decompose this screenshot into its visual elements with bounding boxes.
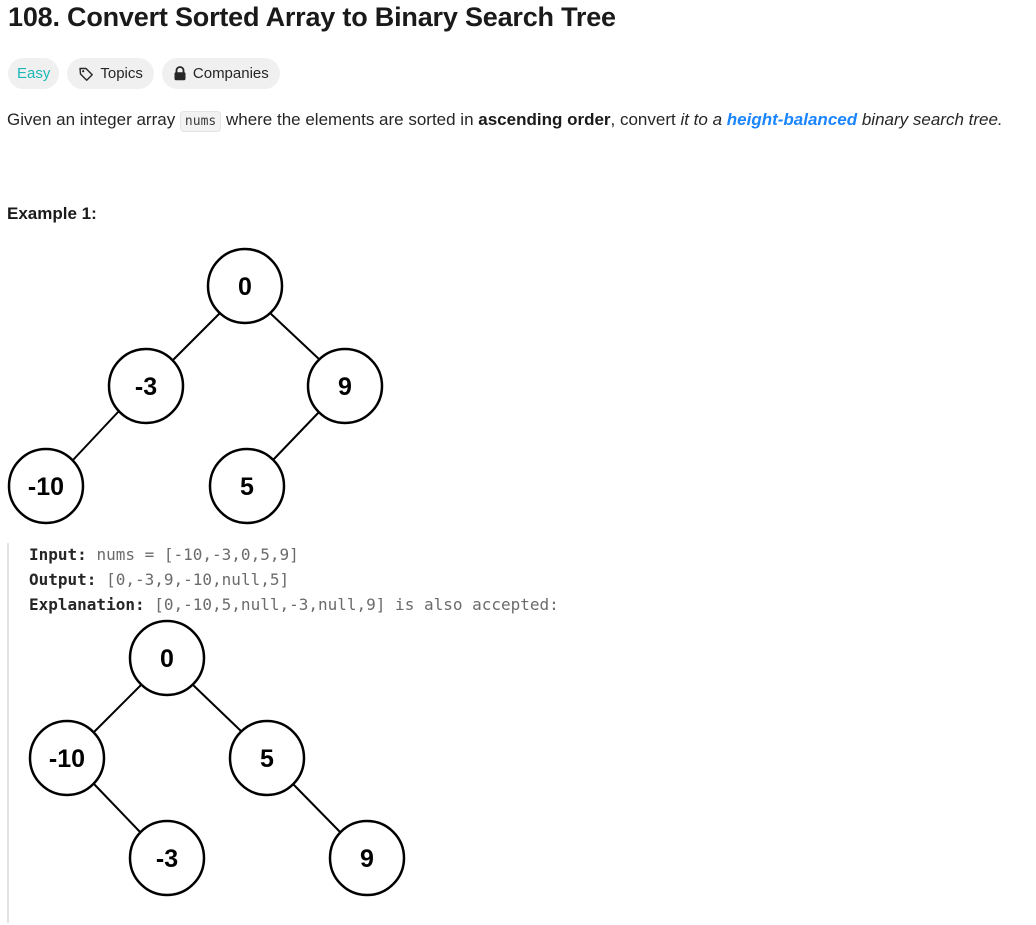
input-value: nums = [-10,-3,0,5,9] <box>96 545 299 564</box>
svg-text:0: 0 <box>160 645 174 673</box>
example-output: Output: [0,-3,9,-10,null,5] <box>29 570 289 589</box>
tree-node: -10 <box>28 719 106 797</box>
description-text: Given an integer array <box>7 110 180 129</box>
tree-edge <box>292 783 342 834</box>
tree-node: -3 <box>128 819 206 897</box>
tree-node: 5 <box>208 447 286 525</box>
tree-edge <box>269 312 321 361</box>
problem-description: Given an integer array nums where the el… <box>7 110 1003 132</box>
lock-icon <box>173 66 187 81</box>
example-input: Input: nums = [-10,-3,0,5,9] <box>29 545 299 564</box>
tree-node: 9 <box>328 819 406 897</box>
tree-edge <box>93 783 142 834</box>
tree-node: 0 <box>128 619 206 697</box>
companies-button[interactable]: Companies <box>161 58 280 89</box>
description-text: where the elements are sorted in <box>221 110 479 129</box>
tag-icon <box>78 66 94 82</box>
description-bold: ascending order <box>478 110 611 129</box>
difficulty-badge[interactable]: Easy <box>8 58 60 89</box>
topics-label: Topics <box>100 65 143 82</box>
tree-node: 5 <box>228 719 306 797</box>
tree-edge <box>191 683 243 733</box>
svg-text:-3: -3 <box>156 845 178 873</box>
problem-title: 108. Convert Sorted Array to Binary Sear… <box>8 2 616 32</box>
svg-text:9: 9 <box>338 373 352 401</box>
tree-edge <box>272 410 321 461</box>
companies-label: Companies <box>192 65 269 82</box>
example-title: Example 1: <box>7 204 97 223</box>
height-balanced-link[interactable]: height-balanced <box>726 110 858 129</box>
svg-text:0: 0 <box>238 273 252 301</box>
tree-node: 0 <box>206 247 284 325</box>
example-explanation: Explanation: [0,-10,5,null,-3,null,9] is… <box>29 595 559 614</box>
tree-edge <box>93 683 143 733</box>
tree-edge <box>72 410 120 461</box>
description-italic: it to a <box>680 110 727 129</box>
problem-tags: Easy Topics Companies <box>8 58 280 89</box>
svg-text:-10: -10 <box>49 745 85 773</box>
description-italic: binary search tree. <box>857 110 1003 129</box>
output-label: Output: <box>29 570 97 589</box>
svg-text:-10: -10 <box>28 473 64 501</box>
topics-button[interactable]: Topics <box>67 58 154 89</box>
code-nums: nums <box>179 111 222 132</box>
tree-node: -10 <box>7 447 85 525</box>
tree-edge <box>172 312 221 361</box>
svg-text:-3: -3 <box>135 373 157 401</box>
svg-text:9: 9 <box>360 845 374 873</box>
explanation-label: Explanation: <box>29 595 145 614</box>
tree-node: 9 <box>306 347 384 425</box>
explanation-value: [0,-10,5,null,-3,null,9] is also accepte… <box>154 595 559 614</box>
description-text: , convert <box>610 110 681 129</box>
input-label: Input: <box>29 545 87 564</box>
svg-text:5: 5 <box>240 473 254 501</box>
output-value: [0,-3,9,-10,null,5] <box>106 570 290 589</box>
svg-text:5: 5 <box>260 745 274 773</box>
example-block-border <box>7 543 9 923</box>
tree-node: -3 <box>107 347 185 425</box>
